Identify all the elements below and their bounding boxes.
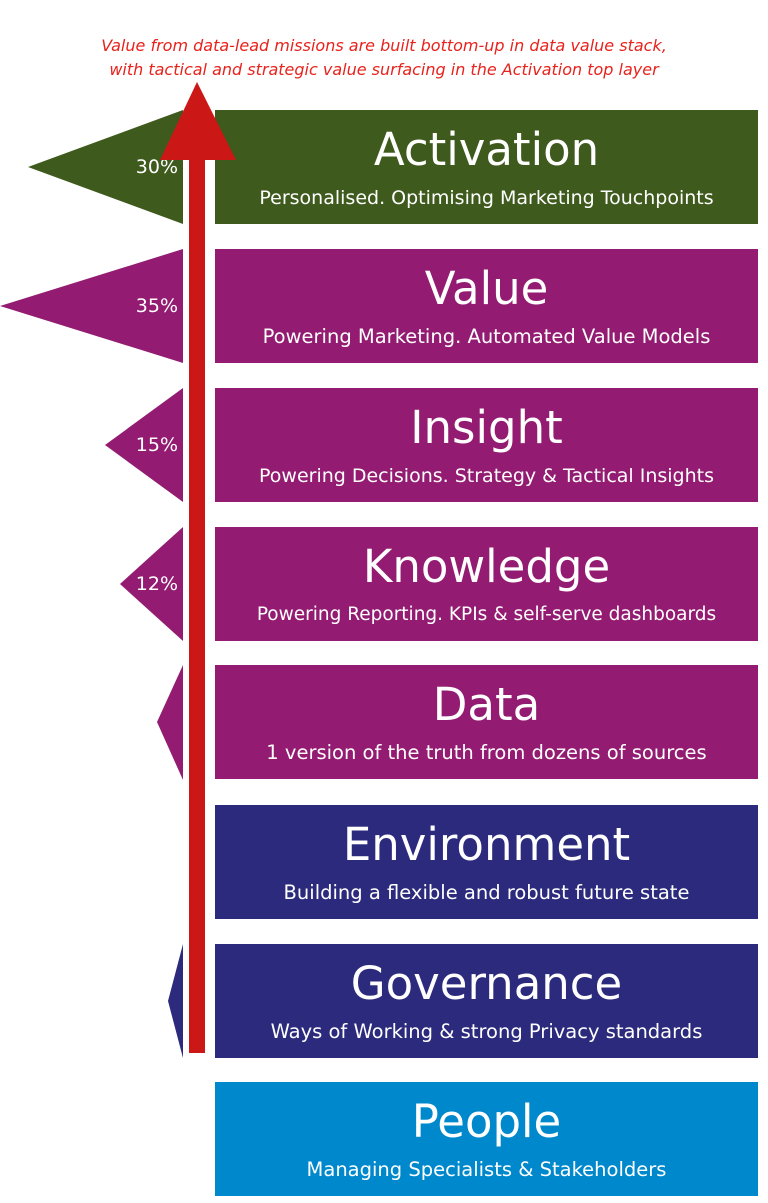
layer-governance: Governance Ways of Working & strong Priv…: [215, 944, 758, 1058]
caption-line-1: Value from data-lead missions are built …: [101, 36, 667, 55]
layer-subtitle: Powering Reporting. KPIs & self-serve da…: [256, 604, 717, 625]
percent-value: 35%: [135, 295, 178, 317]
layer-title: Value: [424, 262, 549, 315]
wedge-governance: [168, 944, 183, 1058]
layer-subtitle: 1 version of the truth from dozens of so…: [266, 741, 707, 764]
layer-subtitle: Personalised. Optimising Marketing Touch…: [259, 187, 714, 209]
layer-title: Environment: [342, 818, 631, 871]
layer-subtitle: Managing Specialists & Stakeholders: [306, 1158, 667, 1181]
wedge-activation: [28, 110, 183, 224]
layer-insight: Insight Powering Decisions. Strategy & T…: [215, 388, 758, 502]
wedge-insight: [105, 388, 183, 502]
percent-activation: 30%: [135, 156, 178, 178]
layer-value: Value Powering Marketing. Automated Valu…: [215, 249, 758, 363]
wedge-value: [0, 249, 183, 363]
value-wedges: [0, 110, 183, 1058]
layer-subtitle: Building a flexible and robust future st…: [283, 881, 690, 904]
layer-subtitle: Ways of Working & strong Privacy standar…: [270, 1020, 703, 1043]
diagram-caption: Value from data-lead missions are built …: [0, 34, 768, 82]
layer-environment: Environment Building a flexible and robu…: [215, 805, 758, 919]
layer-title: Data: [432, 678, 541, 731]
layer-knowledge: Knowledge Powering Reporting. KPIs & sel…: [215, 527, 758, 641]
percent-insight: 15%: [135, 434, 178, 456]
layer-activation: Activation Personalised. Optimising Mark…: [215, 110, 758, 224]
layer-data: Data 1 version of the truth from dozens …: [215, 665, 758, 779]
wedge-data: [157, 665, 183, 780]
layer-title: People: [411, 1095, 562, 1148]
wedge-knowledge: [120, 527, 183, 641]
percent-knowledge: 12%: [135, 573, 178, 595]
caption-line-2: with tactical and strategic value surfac…: [109, 60, 659, 79]
layer-people: People Managing Specialists & Stakeholde…: [215, 1082, 758, 1196]
layer-title: Insight: [410, 401, 563, 454]
layer-subtitle: Powering Marketing. Automated Value Mode…: [262, 325, 711, 348]
layer-title: Governance: [350, 957, 623, 1010]
layer-title: Activation: [373, 123, 600, 176]
layer-subtitle: Powering Decisions. Strategy & Tactical …: [259, 465, 714, 487]
layer-title: Knowledge: [362, 540, 611, 593]
